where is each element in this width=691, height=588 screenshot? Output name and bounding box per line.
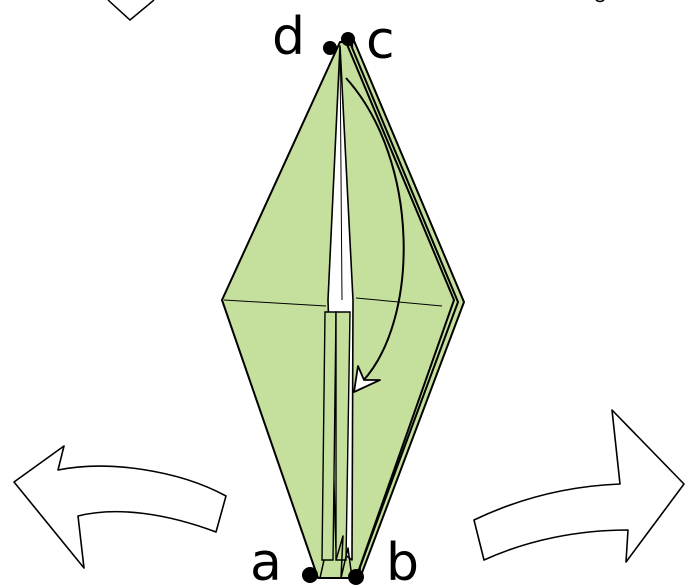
fold-arrow-head	[353, 365, 381, 393]
curved-arrow-right-icon	[473, 409, 685, 563]
point-c	[341, 32, 355, 46]
top-left-partial-arrow	[107, 0, 155, 21]
inner-flap-left	[321, 311, 337, 561]
label-d: d	[272, 7, 305, 67]
crease-upper-center	[339, 45, 343, 301]
label-c: c	[366, 11, 395, 71]
fold-arrow-icon	[345, 77, 405, 383]
inner-flap-right	[335, 311, 351, 561]
label-b: b	[386, 533, 419, 588]
point-a	[302, 567, 318, 583]
bottom-left-edge-line	[319, 559, 325, 579]
label-a: a	[250, 533, 282, 588]
curved-arrow-left-icon	[13, 445, 227, 569]
bottom-zigzag-fold	[335, 535, 353, 579]
crease-left	[223, 299, 327, 307]
point-d	[323, 41, 337, 55]
top-right-partial-curve	[595, 0, 605, 3]
point-b	[348, 569, 364, 585]
